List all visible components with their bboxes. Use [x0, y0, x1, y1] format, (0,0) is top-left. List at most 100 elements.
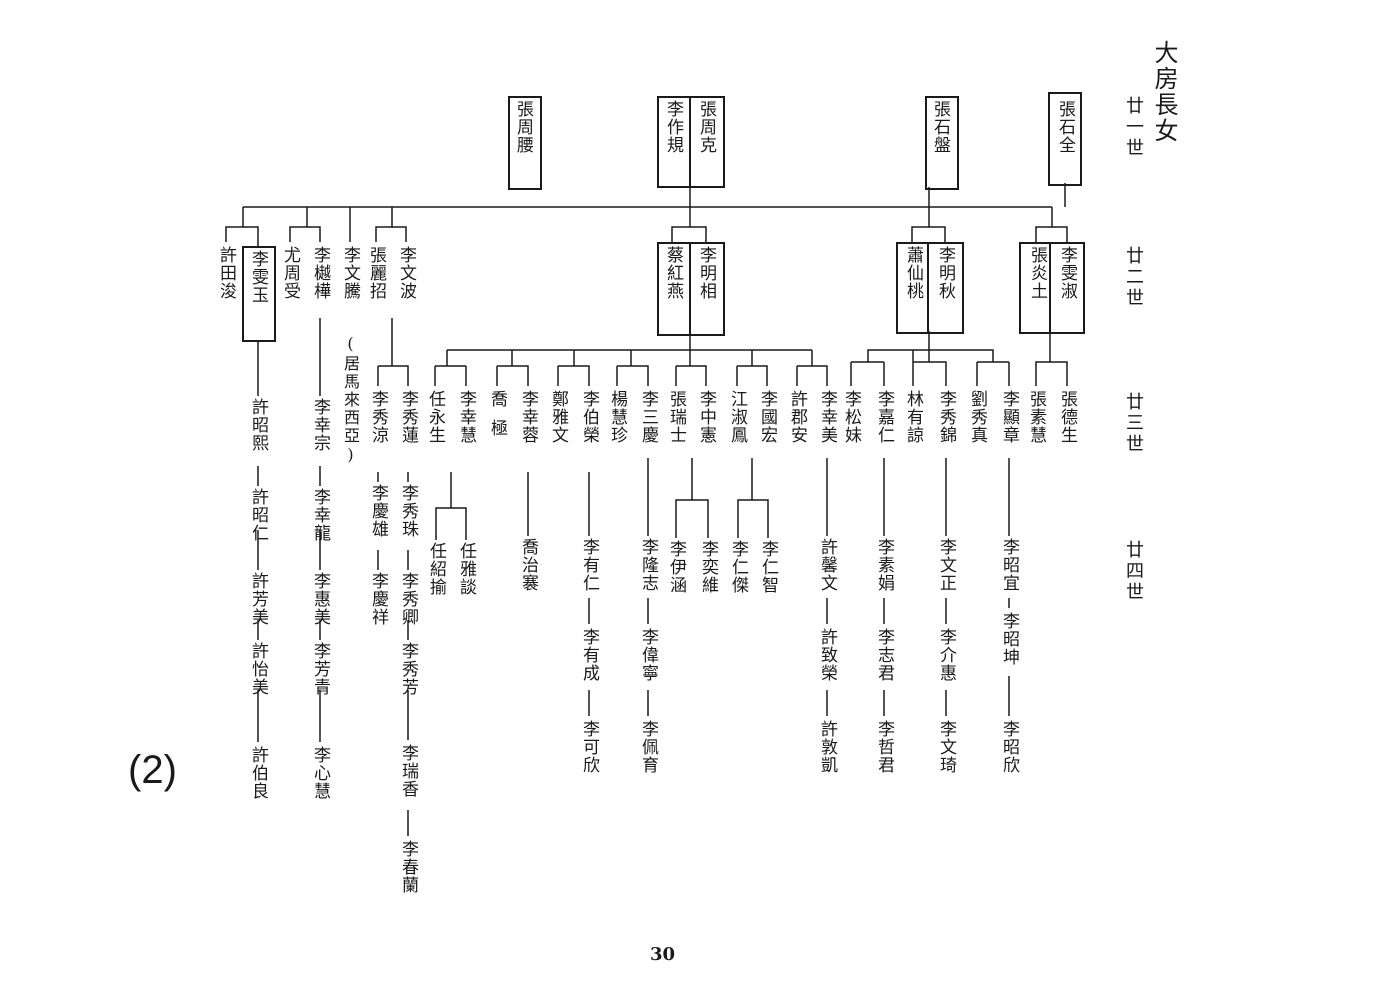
- person-xu-tianjun: 許田浚: [216, 246, 236, 300]
- person-ren-shaoyu: 任紹揄: [426, 542, 446, 596]
- person-zhang-zhouke: 張周克: [696, 100, 716, 154]
- person-li-zhongxian: 李中憲: [696, 390, 716, 444]
- box-li-wenyu: [242, 246, 276, 342]
- generation-label-24: 廿四世: [1123, 540, 1144, 603]
- person-xu-zhaoxi: 許昭熙: [248, 398, 268, 452]
- person-jiang-shufeng: 江淑鳳: [727, 390, 747, 444]
- page-number: 30: [650, 944, 676, 965]
- person-li-kexin: 李可欣: [579, 720, 599, 774]
- person-qiao-zhiqian: 喬治褰: [518, 538, 538, 592]
- person-li-weining: 李偉寧: [638, 628, 658, 682]
- person-zhang-ruishi: 張瑞士: [666, 390, 686, 444]
- box-zhang-shipan: [925, 96, 959, 190]
- person-li-borong: 李伯榮: [579, 390, 599, 444]
- person-li-xiuqing: 李秀卿: [398, 572, 418, 626]
- person-li-xiuliang: 李秀涼: [368, 390, 388, 444]
- person-li-wenqi: 李文琦: [936, 720, 956, 774]
- person-li-wenbo: 李文波: [396, 246, 416, 300]
- person-li-xinhui: 李心慧: [310, 746, 330, 800]
- person-zhang-suhui: 張素慧: [1026, 390, 1046, 444]
- person-li-xingzong: 李幸宗: [310, 398, 330, 452]
- person-li-xinghui: 李幸慧: [456, 390, 476, 444]
- person-li-youren: 李有仁: [579, 538, 599, 592]
- box-divider: [927, 242, 929, 332]
- person-li-fangqing: 李芳青: [310, 642, 330, 696]
- generation-label-21: 廿一世: [1123, 96, 1144, 159]
- person-xu-fangmei: 許芳美: [248, 572, 268, 626]
- person-xu-dunkai: 許敦凱: [817, 720, 837, 774]
- person-li-longzhi: 李隆志: [638, 538, 658, 592]
- person-li-renzhi: 李仁智: [758, 540, 778, 594]
- person-li-wenyu: 李雯玉: [248, 250, 268, 304]
- person-li-wenzheng: 李文正: [936, 538, 956, 592]
- person-xu-boliang: 許伯良: [248, 746, 268, 800]
- person-xu-zhirong: 許致榮: [817, 628, 837, 682]
- person-li-renjie: 李仁傑: [728, 540, 748, 594]
- person-li-wenteng: 李文騰: [340, 246, 360, 300]
- person-li-zuogui: 李作規: [663, 100, 683, 154]
- person-yang-huizhen: 楊慧珍: [607, 390, 627, 444]
- generation-label-22: 廿二世: [1123, 246, 1144, 309]
- person-li-youcheng: 李有成: [579, 628, 599, 682]
- person-lin-youliang: 林有諒: [903, 390, 923, 444]
- person-li-xingmei: 李幸美: [817, 390, 837, 444]
- person-li-xiuzhu: 李秀珠: [398, 484, 418, 538]
- box-divider: [689, 242, 691, 334]
- person-li-ruixiang: 李瑞香: [398, 744, 418, 798]
- person-zhang-desheng: 張德生: [1057, 390, 1077, 444]
- person-li-zhaoyi: 李昭宜: [999, 538, 1019, 592]
- person-li-mingqiu: 李明秋: [935, 246, 955, 300]
- person-li-guohong: 李國宏: [757, 390, 777, 444]
- box-zhang-zhouyao: [508, 96, 542, 190]
- person-li-xingrong: 李幸蓉: [518, 390, 538, 444]
- person-cai-hongyan: 蔡紅燕: [663, 246, 683, 300]
- person-li-yihan: 李伊涵: [666, 540, 686, 594]
- person-li-songmei: 李松妹: [841, 390, 861, 444]
- box-divider: [1049, 242, 1051, 332]
- person-zhang-lizhao: 張麗招: [366, 246, 386, 300]
- person-zhang-shiquan: 張石全: [1055, 100, 1075, 154]
- box-zhang-zhouke-couple: [657, 96, 725, 188]
- person-li-huimei: 李惠美: [310, 572, 330, 626]
- person-li-peiyu: 李佩育: [638, 720, 658, 774]
- person-you-zhoushou: 尤周受: [280, 246, 300, 300]
- box-li-mingqiu-couple: [896, 242, 964, 334]
- person-li-jiaren: 李嘉仁: [874, 390, 894, 444]
- person-li-sanqing: 李三慶: [638, 390, 658, 444]
- person-li-xiujin: 李秀錦: [936, 390, 956, 444]
- box-li-wenshu-couple: [1019, 242, 1085, 334]
- person-zhang-shipan: 張石盤: [930, 100, 950, 154]
- person-li-qingxiong: 李慶雄: [368, 484, 388, 538]
- person-xu-yimei: 許怡美: [248, 642, 268, 696]
- person-ren-yatan: 任雅談: [456, 542, 476, 596]
- box-li-mingxiang-couple: [657, 242, 725, 336]
- box-zhang-shiquan: [1048, 92, 1082, 186]
- person-li-jiehui: 李介惠: [936, 628, 956, 682]
- note-residence: (居馬來西亞): [341, 334, 360, 466]
- person-xiao-xiantao: 蕭仙桃: [903, 246, 923, 300]
- page-title: 大房長女: [1150, 40, 1178, 144]
- person-li-chunlan: 李春蘭: [398, 840, 418, 894]
- person-xu-zhaoren: 許昭仁: [248, 488, 268, 542]
- person-li-zhijun: 李志君: [874, 628, 894, 682]
- person-zheng-yawen: 鄭雅文: [548, 390, 568, 444]
- person-li-zhaokun: 李昭坤: [999, 612, 1019, 666]
- person-xu-junan: 許郡安: [787, 390, 807, 444]
- person-li-yiwei: 李奕維: [698, 540, 718, 594]
- person-li-xiulian: 李秀蓮: [398, 390, 418, 444]
- generation-label-23: 廿三世: [1123, 392, 1144, 455]
- person-li-chuhua: 李樾樺: [310, 246, 330, 300]
- person-li-xiufang: 李秀芳: [398, 642, 418, 696]
- person-li-sujuan: 李素娟: [874, 538, 894, 592]
- person-liu-xiuzhen: 劉秀真: [967, 390, 987, 444]
- person-zhang-yantu: 張炎土: [1027, 246, 1047, 300]
- person-xu-xinwen: 許馨文: [817, 538, 837, 592]
- page-section-label: (2): [128, 748, 177, 792]
- person-li-xianzhang: 李顯章: [999, 390, 1019, 444]
- box-divider: [689, 96, 691, 186]
- person-li-wenshu: 李雯淑: [1057, 246, 1077, 300]
- person-li-xinglong: 李幸龍: [310, 488, 330, 542]
- person-li-zhaoxin: 李昭欣: [999, 720, 1019, 774]
